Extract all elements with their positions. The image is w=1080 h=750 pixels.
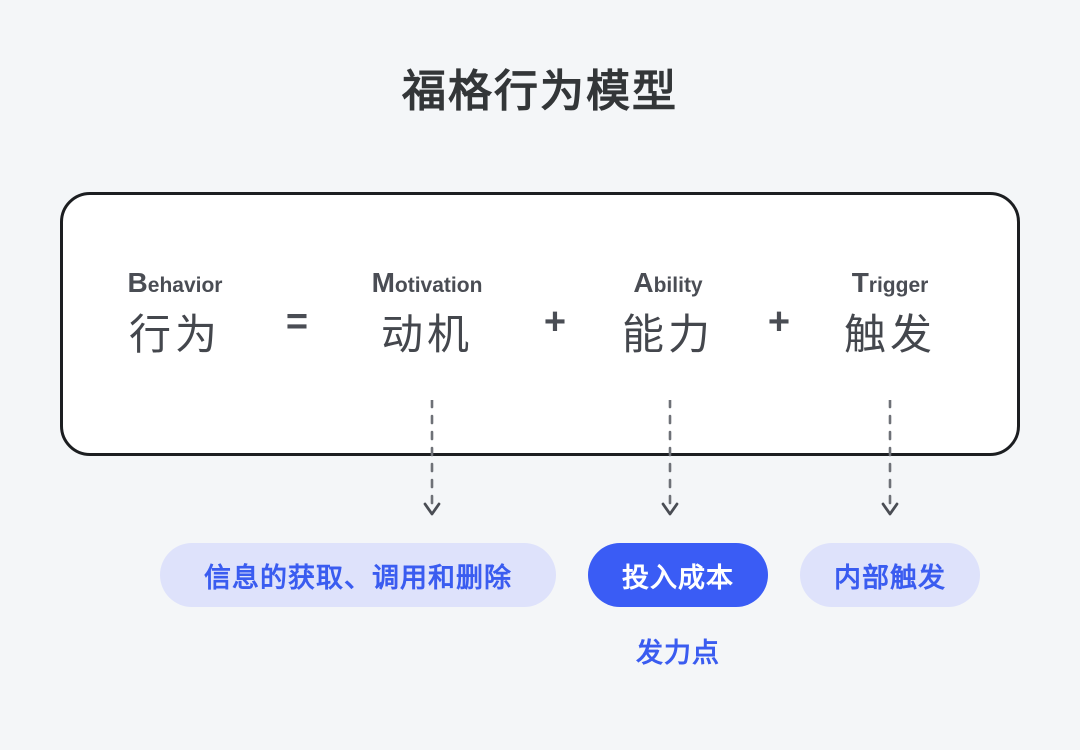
term-ability-english: Ability (568, 267, 768, 299)
term-trigger-chinese: 触发 (843, 311, 936, 358)
term-ability: Ability 能力 (568, 267, 768, 361)
term-behavior-rest: ehavior (147, 274, 223, 297)
operator-plus-2: + (767, 301, 791, 343)
term-ability-chinese: 能力 (621, 311, 714, 358)
term-motivation-initial: M (371, 267, 395, 298)
term-motivation-chinese: 动机 (380, 311, 473, 358)
operator-plus-1: + (543, 301, 567, 343)
term-motivation: Motivation 动机 (327, 267, 527, 361)
term-behavior: Behavior 行为 (75, 267, 275, 361)
term-trigger-english: Trigger (790, 267, 990, 299)
operator-equals: = (285, 301, 309, 343)
term-behavior-english: Behavior (75, 267, 275, 299)
term-ability-initial: A (633, 267, 654, 298)
term-trigger-initial: T (851, 267, 869, 298)
term-behavior-chinese: 行为 (128, 311, 221, 358)
term-motivation-english: Motivation (327, 267, 527, 299)
focus-point-caption: 发力点 (636, 638, 720, 668)
outcome-pill-internal-trigger[interactable]: 内部触发 (800, 543, 980, 607)
term-trigger-rest: rigger (868, 274, 929, 297)
term-ability-rest: bility (653, 274, 703, 297)
outcome-pill-information[interactable]: 信息的获取、调用和删除 (160, 543, 556, 607)
term-motivation-rest: otivation (394, 274, 483, 297)
outcome-pill-cost[interactable]: 投入成本 (588, 543, 768, 607)
page-title: 福格行为模型 (402, 67, 678, 116)
term-trigger: Trigger 触发 (790, 267, 990, 361)
formula-card (60, 192, 1020, 456)
term-behavior-initial: B (127, 267, 148, 298)
